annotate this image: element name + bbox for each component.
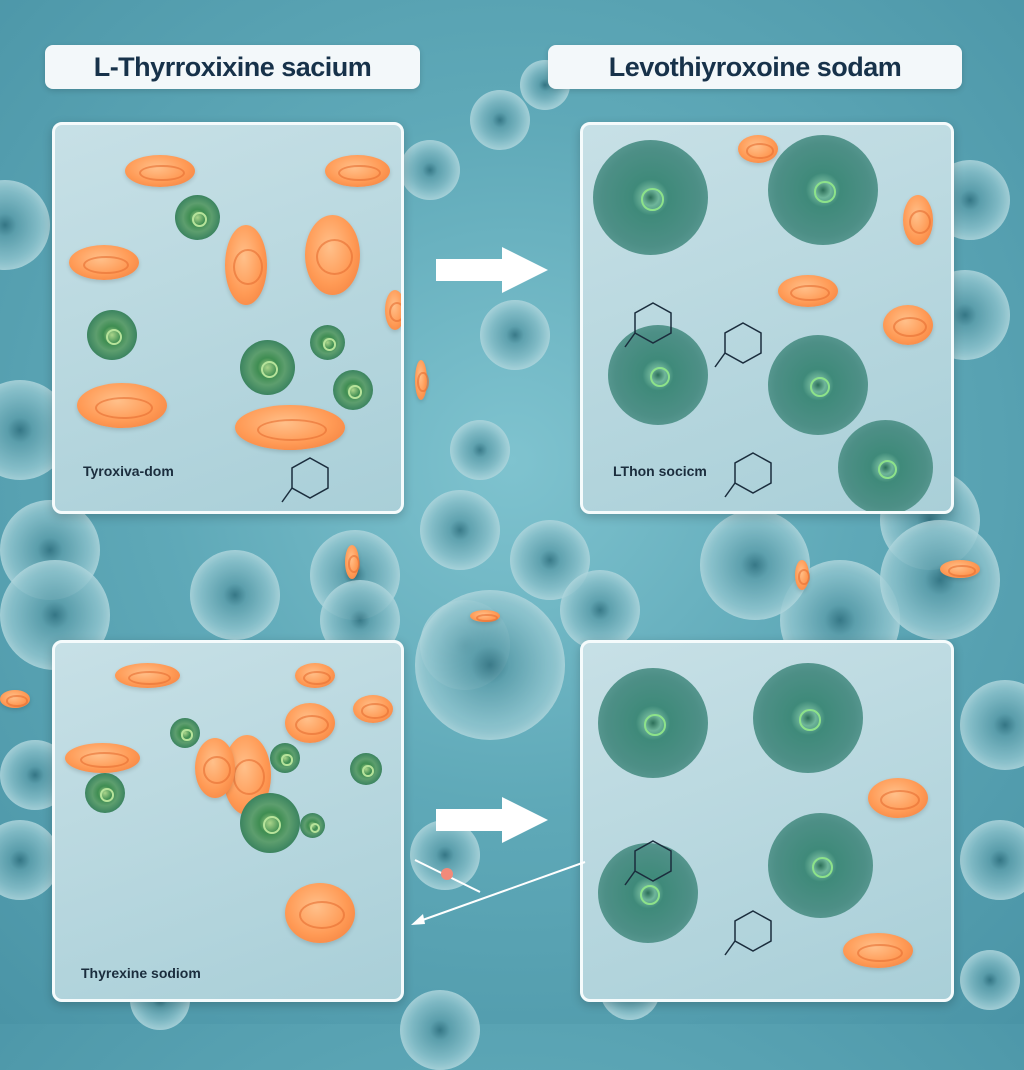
green-cell [310,325,345,360]
green-cell [350,753,382,785]
green-cell [170,718,200,748]
green-cell [598,668,708,778]
title-left: L-Thyrroxixine sacium [45,45,420,89]
molecule-structure-icon [624,840,672,886]
background-cell [450,420,510,480]
mitochondrion [940,560,980,578]
green-cell [768,335,868,435]
arrow-back-icon [411,859,586,925]
-20 [305,215,360,295]
mitochondrion [470,610,500,623]
50 [738,135,778,163]
20 [903,195,933,245]
green-cell [333,370,373,410]
green-cell [768,813,873,918]
green-cell [87,310,137,360]
background-cell [880,520,1000,640]
molecule-structure-icon [624,302,672,348]
green-cell [175,195,220,240]
0 [385,290,401,330]
-10 [65,743,140,773]
background-cell [480,300,550,370]
background-cell [960,820,1024,900]
60 [285,703,335,743]
panel-top-right: LThon socicm [580,122,954,514]
mitochondrion [0,690,30,708]
background-cell [960,680,1024,770]
10 [225,225,267,305]
-20 [115,663,180,688]
green-cell [240,793,300,853]
panel-bottom-left: Thyrexine sodiom [52,640,404,1002]
green-cell [838,420,933,511]
40 [883,305,933,345]
0 [843,933,913,968]
background-cell [400,990,480,1070]
background-cell [0,820,60,900]
background-cell [420,490,500,570]
-25 [235,405,345,450]
background-cell [470,90,530,150]
mitochondrion [415,360,429,400]
panel-label: LThon socicm [613,463,707,479]
green-cell [270,743,300,773]
background-cell [560,570,640,650]
green-cell [753,663,863,773]
molecule-structure-icon [724,910,772,956]
mitochondrion [345,545,361,579]
title-left-text: L-Thyrroxixine sacium [93,51,372,82]
molecule-structure-icon [714,322,762,368]
green-cell [598,843,698,943]
arrow-right-icon [436,797,548,843]
15 [325,155,390,187]
green-cell [85,773,125,813]
background-cell [0,180,50,270]
molecule-structure-icon [281,457,329,503]
background-cell [400,140,460,200]
-30 [778,275,838,307]
panel-bottom-right [580,640,954,1002]
molecule-structure-icon [724,452,772,498]
background-cell [960,950,1020,1010]
panel-label: Thyrexine sodiom [81,965,201,981]
background-cell [190,550,280,640]
green-cell [593,140,708,255]
title-right: Levothiyroxoine sodam [548,45,962,89]
panel-top-left: Tyroxiva-dom [52,122,404,514]
green-cell [768,135,878,245]
-20 [295,663,335,688]
green-cell [300,813,325,838]
-30 [285,883,355,943]
-20 [69,245,139,280]
40 [353,695,393,723]
-20 [125,155,195,187]
green-cell [240,340,295,395]
arrow-right-icon [436,247,548,293]
-10 [195,738,235,798]
mitochondrion [795,560,811,590]
cell [700,510,810,620]
10 [77,383,167,428]
20 [868,778,928,818]
panel-label: Tyroxiva-dom [83,463,174,479]
title-right-text: Levothiyroxoine sodam [608,51,902,82]
green-cell [608,325,708,425]
